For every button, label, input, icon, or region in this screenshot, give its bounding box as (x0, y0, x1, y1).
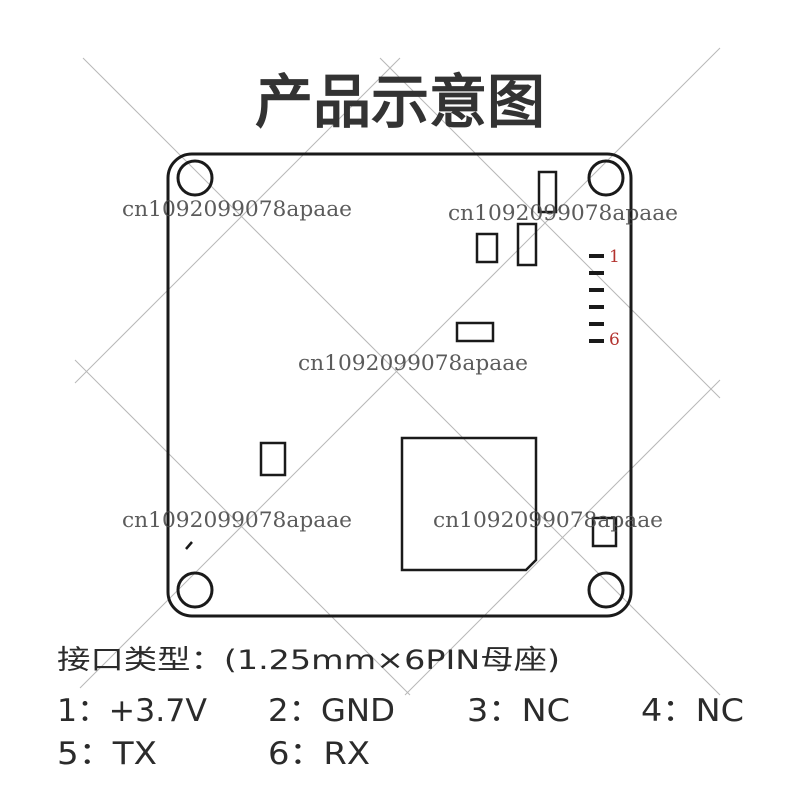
watermark-text: cn1092099078apaae (122, 508, 352, 532)
watermark-text: cn1092099078apaae (298, 351, 528, 375)
edge-mark (185, 541, 193, 550)
component-top-right (537, 170, 558, 214)
pin-definition-4: 4：NC (641, 693, 744, 729)
watermark-line (82, 57, 721, 696)
component-horizontal (455, 321, 495, 343)
mounting-hole-top-left (176, 159, 214, 197)
diagram-title: 产品示意图 (255, 68, 545, 136)
component-vertical (516, 222, 538, 267)
watermark-line (74, 57, 401, 384)
component-small-square (475, 232, 499, 264)
watermark-line (404, 379, 721, 696)
pin-definition-5: 5：TX (57, 736, 157, 772)
board-outline (166, 152, 633, 618)
pin-header-pin (589, 254, 604, 258)
component-left (259, 441, 287, 477)
pin-definition-1: 1：+3.7V (57, 693, 207, 729)
pin-header: 1 6 (589, 247, 620, 350)
pin-definition-6: 6：RX (268, 736, 370, 772)
interface-info: 接口类型：(1.25mm×6PIN母座) 1：+3.7V 2：GND 3：NC … (57, 645, 744, 772)
component-bottom-right (591, 516, 618, 548)
pin-label-last: 6 (609, 330, 620, 350)
main-chip (400, 436, 538, 572)
pin-header-pin (589, 271, 604, 275)
watermark-text: cn1092099078apaae (433, 508, 663, 532)
mounting-hole-bottom-left (176, 571, 214, 609)
pin-header-pin (589, 288, 604, 292)
watermark-text: cn1092099078apaae (448, 201, 678, 225)
pin-definition-2: 2：GND (268, 693, 395, 729)
watermark-line (74, 359, 411, 696)
watermark-texts: cn1092099078apaae cn1092099078apaae cn10… (122, 197, 678, 532)
pcb-board: 1 6 (166, 152, 633, 618)
pin-definition-3: 3：NC (467, 693, 570, 729)
mounting-hole-bottom-right (587, 571, 625, 609)
pin-label-first: 1 (609, 247, 620, 267)
interface-type-label: 接口类型：(1.25mm×6PIN母座) (57, 645, 560, 676)
pin-header-pin (589, 305, 604, 309)
watermark-line (379, 57, 721, 399)
mounting-hole-top-right (587, 159, 625, 197)
pin-header-pin (589, 339, 604, 343)
pin-header-pin (589, 322, 604, 326)
watermark-text: cn1092099078apaae (122, 197, 352, 221)
